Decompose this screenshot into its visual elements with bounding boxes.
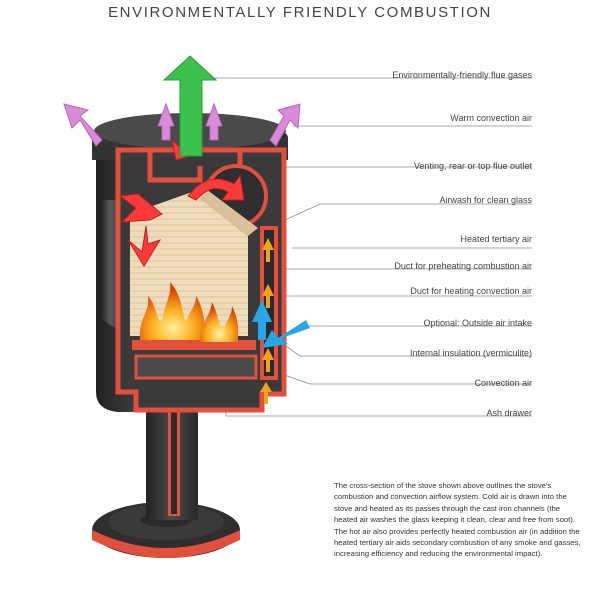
description-paragraph-2: The hot air also provides perfectly heat…	[334, 526, 581, 559]
label-airwash: Airwash for clean glass	[439, 195, 532, 205]
label-ash-drawer: Ash drawer	[486, 408, 532, 418]
vermiculite-insulation	[130, 186, 258, 336]
cold-air-arrows	[260, 238, 274, 404]
label-convection-air: Convection air	[474, 378, 532, 388]
label-convection-duct: Duct for heating convection air	[410, 286, 532, 296]
label-heated-tertiary-air: Heated tertiary air	[460, 234, 532, 244]
label-internal-insulation: Internal insulation (vermiculite)	[409, 348, 532, 358]
description-paragraph-1: The cross-section of the stove shown abo…	[334, 481, 576, 525]
flue-gas-arrow	[162, 55, 218, 157]
description-text: The cross-section of the stove shown abo…	[334, 480, 584, 560]
label-outside-air-intake: Optional: Outside air intake	[423, 318, 532, 328]
label-flue-gases: Environmentally-friendly flue gases	[392, 70, 532, 80]
label-preheating-duct: Duct for preheating combustion air	[394, 261, 532, 271]
fire-flames	[139, 282, 239, 342]
page-title: ENVIRONMENTALLY FRIENDLY COMBUSTION	[108, 4, 492, 21]
label-venting-flue-outlet: Venting, rear or top flue outlet	[413, 161, 532, 171]
label-warm-convection-air: Warm convection air	[450, 113, 532, 123]
convection-air-arrows	[63, 102, 301, 147]
outside-air-arrows	[252, 300, 310, 348]
